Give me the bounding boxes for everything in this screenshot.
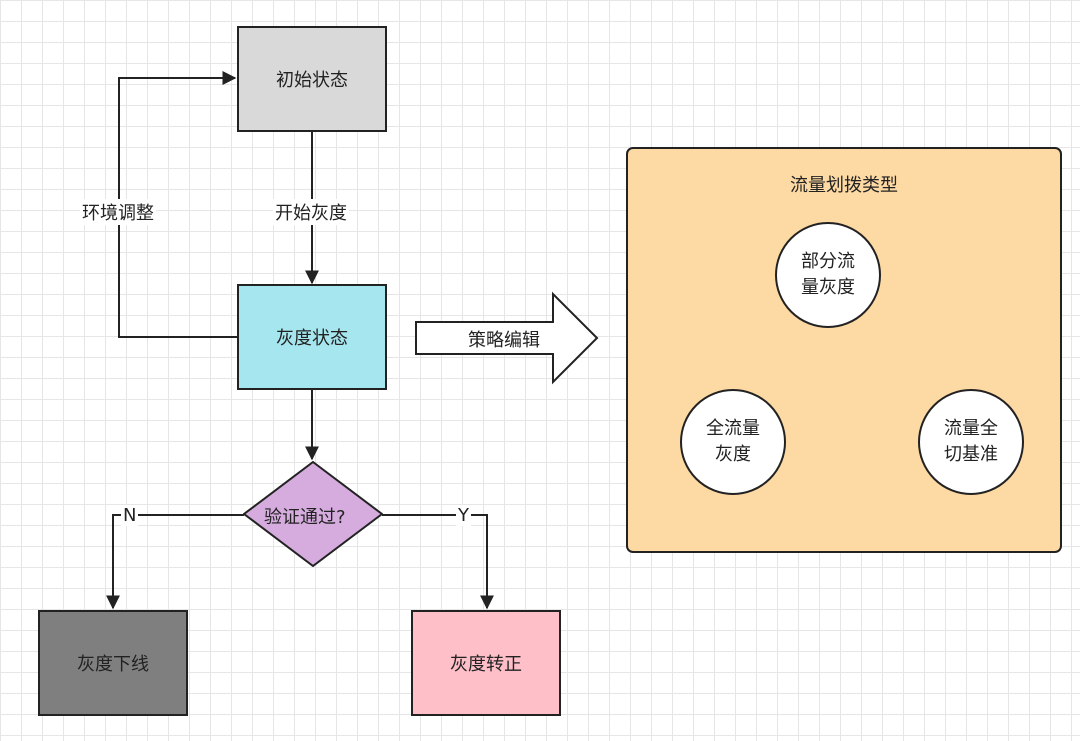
env-adjust-label: 环境调整 bbox=[80, 199, 156, 225]
arrow-yes-branch bbox=[382, 514, 494, 610]
full-traffic-label: 全流量灰度 bbox=[706, 418, 760, 465]
traffic-type-panel: 流量划拨类型 bbox=[626, 147, 1062, 553]
arrow-no-branch bbox=[106, 514, 244, 610]
gray-promote-node[interactable]: 灰度转正 bbox=[411, 610, 561, 716]
initial-state-node[interactable]: 初始状态 bbox=[237, 26, 387, 132]
switch-baseline-label: 流量全切基准 bbox=[944, 418, 998, 465]
verify-label: 验证通过? bbox=[264, 507, 346, 528]
strategy-edit-arrow bbox=[415, 291, 599, 385]
partial-traffic-node[interactable]: 部分流量灰度 bbox=[775, 222, 881, 328]
panel-title: 流量划拨类型 bbox=[790, 175, 898, 196]
full-traffic-node[interactable]: 全流量灰度 bbox=[680, 389, 786, 495]
gray-offline-node[interactable]: 灰度下线 bbox=[38, 610, 188, 716]
partial-traffic-label: 部分流量灰度 bbox=[801, 251, 855, 298]
gray-state-node[interactable]: 灰度状态 bbox=[237, 284, 387, 390]
gray-offline-label: 灰度下线 bbox=[77, 654, 149, 675]
yes-branch-label: Y bbox=[456, 505, 471, 526]
verify-decision-node[interactable] bbox=[243, 461, 383, 567]
no-branch-label: N bbox=[121, 505, 139, 526]
switch-baseline-node[interactable]: 流量全切基准 bbox=[918, 389, 1024, 495]
start-gray-label: 开始灰度 bbox=[273, 199, 349, 225]
initial-state-label: 初始状态 bbox=[276, 70, 348, 91]
gray-state-label: 灰度状态 bbox=[276, 328, 348, 349]
strategy-edit-label: 策略编辑 bbox=[468, 330, 540, 351]
gray-promote-label: 灰度转正 bbox=[450, 654, 522, 675]
